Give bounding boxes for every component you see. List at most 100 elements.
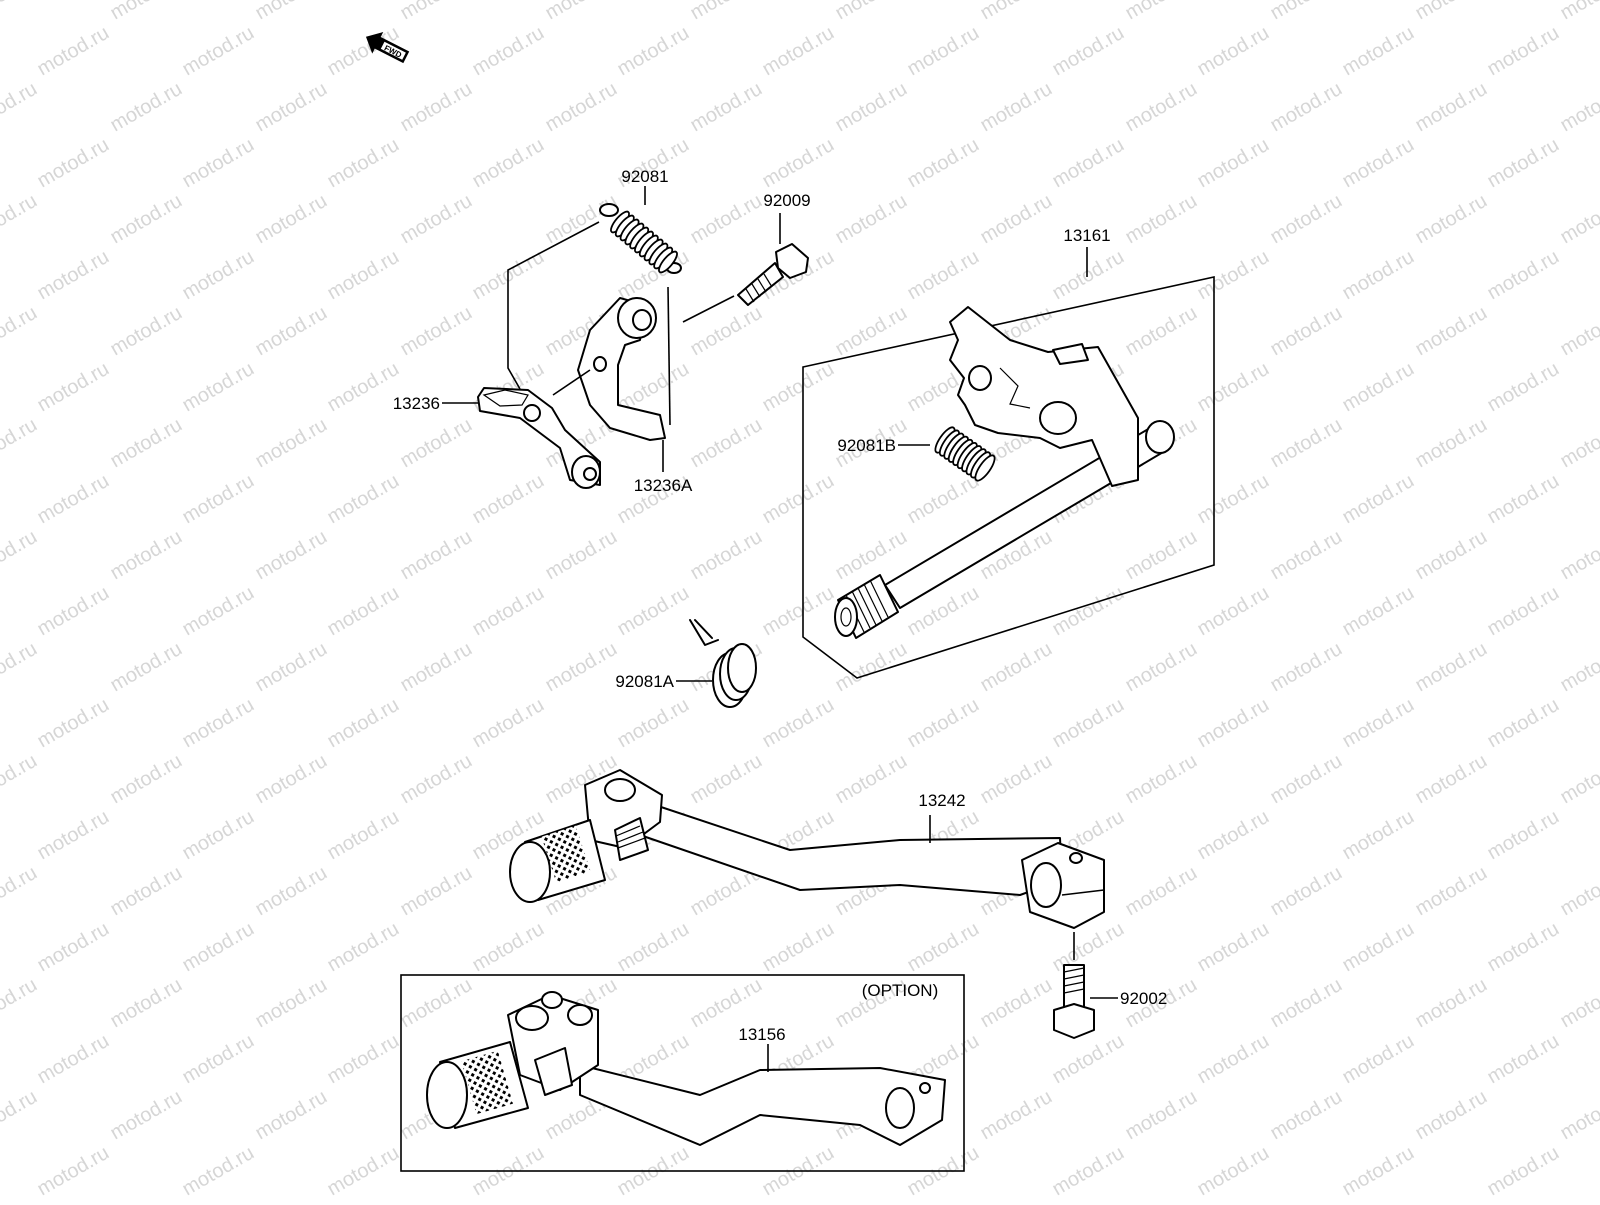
watermark-text: motod.ru [759, 134, 838, 193]
watermark-text: motod.ru [34, 1030, 113, 1089]
watermark-text: motod.ru [34, 1142, 113, 1200]
watermark-text: motod.ru [1194, 918, 1273, 977]
watermark-text: motod.ru [397, 862, 476, 921]
watermark-text: motod.ru [1339, 918, 1418, 977]
watermark-text: motod.ru [904, 918, 983, 977]
label-13242: 13242 [918, 791, 965, 810]
watermark-text: motod.ru [0, 862, 41, 921]
watermark-text: motod.ru [1339, 582, 1418, 641]
watermark-text: motod.ru [34, 358, 113, 417]
watermark-text: motod.ru [542, 78, 621, 137]
watermark-text: motod.ru [1049, 918, 1128, 977]
watermark-text: motod.ru [1339, 1030, 1418, 1089]
watermark-text: motod.ru [179, 806, 258, 865]
watermark-text: motod.ru [977, 638, 1056, 697]
watermark-text: motod.ru [542, 190, 621, 249]
watermark-text: motod.ru [1194, 134, 1273, 193]
watermark-text: motod.ru [1339, 358, 1418, 417]
watermark-text: motod.ru [469, 134, 548, 193]
watermark-text: motod.ru [1557, 638, 1600, 697]
watermark-text: motod.ru [107, 78, 186, 137]
watermark-text: motod.ru [1412, 526, 1491, 585]
watermark-text: motod.ru [0, 302, 41, 361]
watermark-text: motod.ru [1412, 638, 1491, 697]
watermark-text: motod.ru [397, 414, 476, 473]
watermark-text: motod.ru [252, 862, 331, 921]
watermark-text: motod.ru [0, 190, 41, 249]
watermark-text: motod.ru [34, 246, 113, 305]
watermark-text: motod.ru [1122, 0, 1201, 24]
watermark-text: motod.ru [252, 302, 331, 361]
watermark-text: motod.ru [1267, 414, 1346, 473]
watermark-text: motod.ru [179, 918, 258, 977]
watermark-text: motod.ru [614, 22, 693, 81]
watermark-text: motod.ru [1267, 974, 1346, 1033]
watermark-text: motod.ru [1339, 1142, 1418, 1200]
label-13236A: 13236A [634, 476, 693, 495]
watermark-text: motod.ru [614, 694, 693, 753]
label-92081: 92081 [621, 167, 668, 186]
watermark-text: motod.ru [687, 974, 766, 1033]
watermark-text: motod.ru [687, 190, 766, 249]
watermark-text: motod.ru [252, 750, 331, 809]
watermark-text: motod.ru [759, 358, 838, 417]
watermark-text: motod.ru [1557, 1086, 1600, 1145]
watermark-text: motod.ru [34, 22, 113, 81]
watermark-text: motod.ru [324, 134, 403, 193]
label-13161: 13161 [1063, 226, 1110, 245]
watermark-text: motod.ru [179, 694, 258, 753]
watermark-text: motod.ru [1194, 806, 1273, 865]
watermark-text: motod.ru [1267, 0, 1346, 24]
watermark-text: motod.ru [179, 134, 258, 193]
watermark-text: motod.ru [397, 78, 476, 137]
label-92009: 92009 [763, 191, 810, 210]
watermark-text: motod.ru [687, 750, 766, 809]
watermark-text: motod.ru [397, 0, 476, 24]
watermark-text: motod.ru [179, 1030, 258, 1089]
watermark-text: motod.ru [1412, 302, 1491, 361]
watermark-text: motod.ru [1122, 78, 1201, 137]
watermark-text: motod.ru [179, 1142, 258, 1200]
watermark-text: motod.ru [759, 694, 838, 753]
watermark-text: motod.ru [542, 638, 621, 697]
watermark-text: motod.ru [469, 918, 548, 977]
watermark-text: motod.ru [759, 470, 838, 529]
watermark-text: motod.ru [1484, 694, 1563, 753]
watermark-text: motod.ru [687, 0, 766, 24]
watermark-text: motod.ru [179, 470, 258, 529]
watermark-text: motod.ru [107, 862, 186, 921]
watermark-text: motod.ru [1412, 750, 1491, 809]
watermark-text: motod.ru [1339, 806, 1418, 865]
label-92081B: 92081B [837, 436, 896, 455]
watermark-text: motod.ru [1339, 22, 1418, 81]
watermark-text: motod.ru [1484, 22, 1563, 81]
watermark-text: motod.ru [1194, 246, 1273, 305]
watermark-text: motod.ru [614, 918, 693, 977]
watermark-text: motod.ru [1557, 414, 1600, 473]
watermark-text: motod.ru [1122, 190, 1201, 249]
watermark-text: motod.ru [324, 694, 403, 753]
watermark-text: motod.ru [1122, 750, 1201, 809]
watermark-text: motod.ru [1484, 1142, 1563, 1200]
watermark-text: motod.ru [0, 0, 41, 24]
watermark-text: motod.ru [1049, 1030, 1128, 1089]
watermark-text: motod.ru [1412, 0, 1491, 24]
watermark-text: motod.ru [252, 78, 331, 137]
watermark-text: motod.ru [1049, 134, 1128, 193]
watermark-text: motod.ru [1267, 1086, 1346, 1145]
watermark-text: motod.ru [1122, 302, 1201, 361]
watermark-text: motod.ru [687, 302, 766, 361]
watermark-text: motod.ru [397, 750, 476, 809]
watermark-text: motod.ru [1412, 190, 1491, 249]
watermark-text: motod.ru [977, 750, 1056, 809]
watermark-text: motod.ru [179, 582, 258, 641]
watermark-text: motod.ru [252, 1086, 331, 1145]
watermark-text: motod.ru [904, 694, 983, 753]
watermark-text: motod.ru [324, 1142, 403, 1200]
watermark-text: motod.ru [324, 358, 403, 417]
watermark-text: motod.ru [324, 582, 403, 641]
watermark-text: motod.ru [324, 470, 403, 529]
watermark-text: motod.ru [397, 190, 476, 249]
watermark-text: motod.ru [1122, 526, 1201, 585]
